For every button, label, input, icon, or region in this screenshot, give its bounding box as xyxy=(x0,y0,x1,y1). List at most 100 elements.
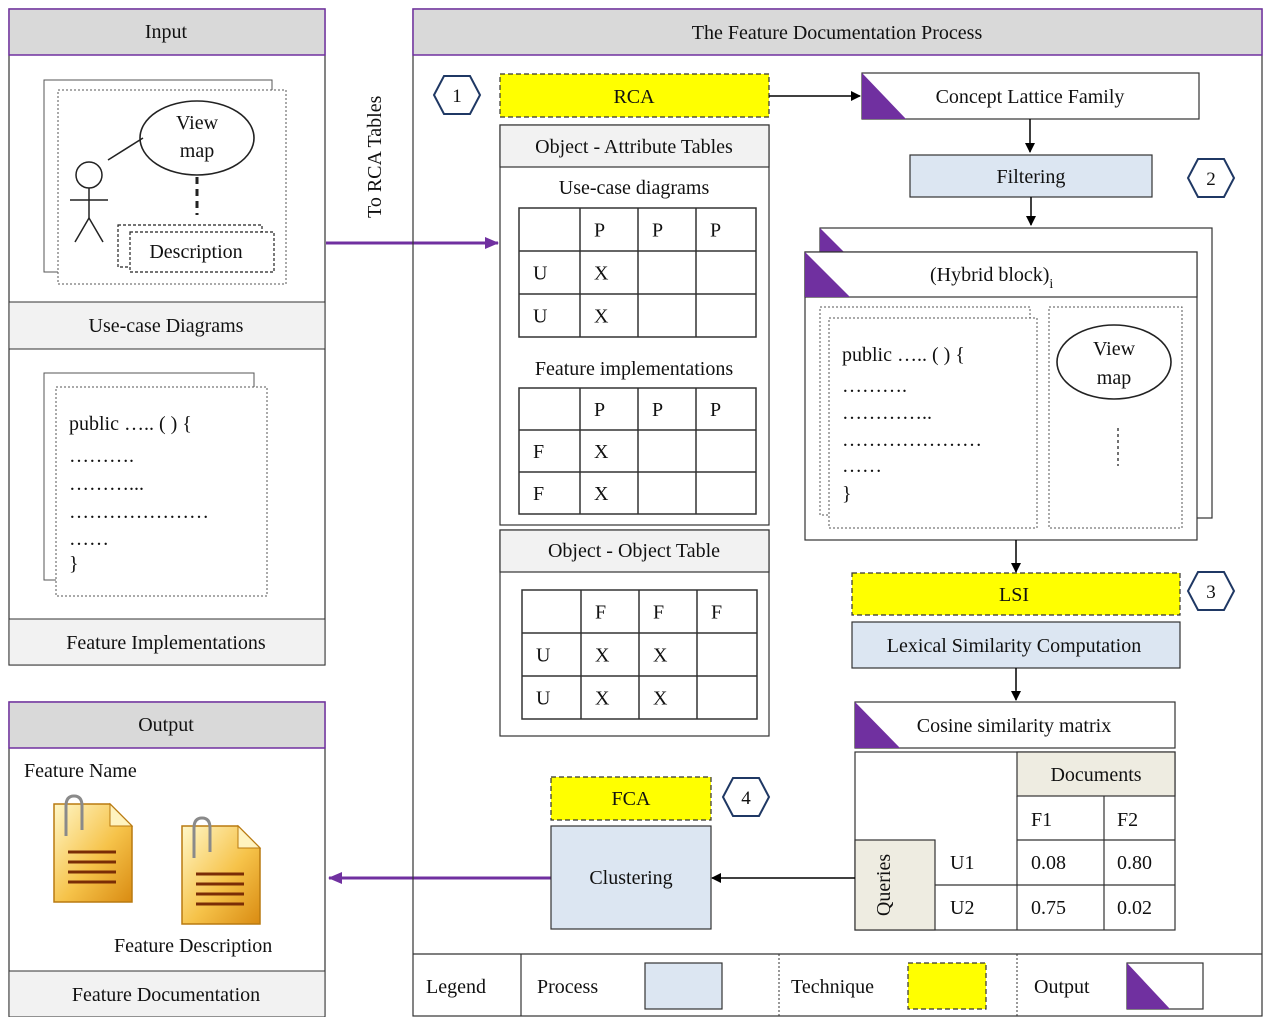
table-cell: X xyxy=(653,645,668,667)
cosine-label: Cosine similarity matrix xyxy=(917,715,1111,737)
hybrid-code-line-3: ………….. xyxy=(842,402,932,424)
table-cell: U xyxy=(533,306,548,328)
queries-header-cell xyxy=(854,839,936,931)
hybrid-code-page-front xyxy=(828,317,1038,529)
step-4-badge xyxy=(721,777,771,817)
usecase-bubble-line1: View xyxy=(176,112,219,134)
connector-label: To RCA Tables xyxy=(364,95,386,218)
document-icon xyxy=(53,794,134,903)
table-cell: U xyxy=(536,688,551,710)
hybrid-code-line-6: } xyxy=(842,483,852,505)
feature-name-label: Feature Name xyxy=(24,760,137,782)
rca-technique-box xyxy=(499,73,770,118)
process-panel-title: The Feature Documentation Process xyxy=(692,22,983,44)
hybrid-bubble-line1: View xyxy=(1093,338,1136,360)
hybrid-code-line-1: public ….. ( ) { xyxy=(842,344,965,366)
code-line-5: …… xyxy=(69,528,109,550)
similarity-matrix: Documents Queries F1 F2 U1 0.08 0.80 U2 … xyxy=(854,751,1176,931)
input-panel-title: Input xyxy=(145,21,188,43)
output-corner-marker xyxy=(805,252,850,297)
usecase-bubble-line2: map xyxy=(180,140,214,162)
oo-table-header xyxy=(499,529,770,573)
description-note xyxy=(129,231,275,273)
process-panel: The Feature Documentation Process 1 RCA … xyxy=(412,8,1263,1017)
oa-tables-title: Object - Attribute Tables xyxy=(535,136,733,158)
legend-title: Legend xyxy=(426,976,486,998)
cosine-output-box xyxy=(854,701,1176,749)
queries-label: Queries xyxy=(873,854,895,916)
filtering-process-box xyxy=(909,154,1153,198)
matrix-col-header: F2 xyxy=(1117,809,1138,831)
table-header-cell: F xyxy=(653,602,664,624)
usecase-diagram-illustration: View map Description xyxy=(43,79,287,285)
code-illustration: public ….. ( ) { ………. ………... ………………… …… … xyxy=(43,372,268,597)
table-cell: X xyxy=(594,263,609,285)
table-cell: F xyxy=(533,483,544,505)
code-line-2: ………. xyxy=(69,445,134,467)
hybrid-code-line-4: ………………… xyxy=(842,429,982,451)
code-line-4: ………………… xyxy=(69,501,209,523)
oa-tables-header xyxy=(499,124,770,168)
step-3-number: 3 xyxy=(1206,582,1216,603)
table-header-cell: P xyxy=(652,220,663,242)
feature-description-label: Feature Description xyxy=(114,935,272,957)
table-header-cell: F xyxy=(595,602,606,624)
concept-lattice-label: Concept Lattice Family xyxy=(936,86,1125,108)
step-1-number: 1 xyxy=(452,86,462,107)
table-header-cell: P xyxy=(710,220,721,242)
matrix-cell: 0.02 xyxy=(1117,897,1152,919)
process-panel-header xyxy=(412,8,1263,56)
fca-label: FCA xyxy=(612,788,651,810)
actor-icon xyxy=(70,161,108,243)
table-header-cell: F xyxy=(711,602,722,624)
step-2-number: 2 xyxy=(1206,169,1216,190)
input-panel-header xyxy=(8,8,326,56)
description-label: Description xyxy=(149,241,242,263)
table-cell: U xyxy=(533,263,548,285)
usecase-diagrams-label: Use-case diagrams xyxy=(559,177,710,199)
matrix-row-header: U1 xyxy=(950,852,974,874)
actor-association-line xyxy=(107,137,144,161)
table-header-cell: P xyxy=(594,220,605,242)
oo-table-title: Object - Object Table xyxy=(548,540,720,562)
table-header-cell: P xyxy=(652,399,663,421)
hybrid-block-header xyxy=(804,251,1198,298)
legend: Legend Process Technique Output xyxy=(413,953,1262,1016)
legend-output-label: Output xyxy=(1034,976,1090,998)
hybrid-bubble-line2: map xyxy=(1097,367,1131,389)
table-cell: X xyxy=(594,483,609,505)
table-header-cell: P xyxy=(594,399,605,421)
hybrid-code-line-2: ………. xyxy=(842,375,907,397)
table-header-cell: P xyxy=(710,399,721,421)
hybrid-block-label: (Hybrid block)i xyxy=(930,264,1053,292)
clustering-label: Clustering xyxy=(589,867,672,889)
step-3-badge xyxy=(1186,571,1236,611)
lexical-label: Lexical Similarity Computation xyxy=(887,635,1141,657)
hybrid-usecase-bubble xyxy=(1056,324,1172,400)
code-line-6: } xyxy=(69,553,79,575)
lsi-technique-box xyxy=(851,572,1181,616)
table-cell: X xyxy=(594,441,609,463)
output-corner-marker xyxy=(855,702,900,748)
table-cell: X xyxy=(653,688,668,710)
output-caption-band xyxy=(8,970,326,1017)
matrix-cell: 0.08 xyxy=(1031,852,1066,874)
code-line-1: public ….. ( ) { xyxy=(69,413,192,435)
table-cell: U xyxy=(536,645,551,667)
feature-impl-label: Feature implementations xyxy=(535,358,733,380)
usecase-bubble xyxy=(139,100,255,176)
output-corner-marker xyxy=(862,73,906,119)
matrix-row-header: U2 xyxy=(950,897,974,919)
legend-technique-label: Technique xyxy=(791,976,874,998)
oa-table-feature-impl: P P P F X F X xyxy=(518,387,757,515)
impl-caption: Feature Implementations xyxy=(66,632,266,654)
output-panel-title: Output xyxy=(138,714,194,736)
usecase-caption: Use-case Diagrams xyxy=(89,315,244,337)
table-cell: F xyxy=(533,441,544,463)
code-line-3: ………... xyxy=(69,473,144,495)
input-panel: Input View map Description Use-case Diag… xyxy=(8,8,326,666)
output-panel: Output Feature Name Feature Description … xyxy=(8,701,326,1017)
